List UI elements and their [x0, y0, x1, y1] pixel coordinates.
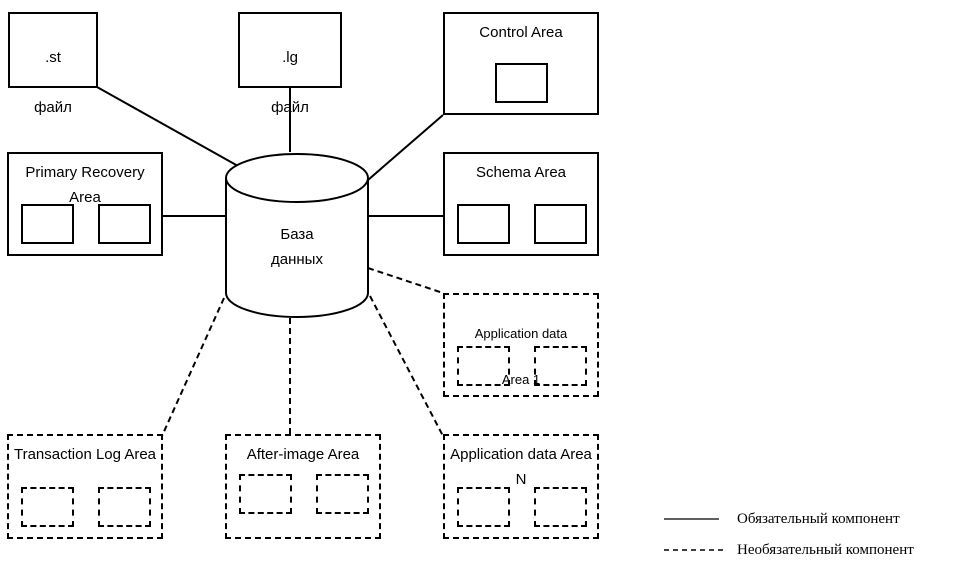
connector-st-file: [96, 86, 239, 167]
connector-transaction-log: [161, 297, 225, 437]
database-label: База данных: [226, 222, 368, 272]
control-area-extent: [495, 63, 548, 103]
transaction-log-area-label: Transaction Log Area: [13, 446, 157, 463]
schema-area-extent-2: [534, 204, 587, 244]
application-data-area-1-box: Application data Area 1: [443, 293, 599, 397]
after-image-area-label: After-image Area: [246, 446, 360, 463]
lg-file-label: .lg файл: [240, 20, 340, 145]
st-file-label-line1: .st: [45, 49, 61, 66]
legend-required-label: Обязательный компонент: [737, 511, 900, 527]
application-data-area-1-extent-2: [534, 346, 587, 386]
application-data-area-1-extent-1: [457, 346, 510, 386]
primary-recovery-extent-2: [98, 204, 151, 244]
primary-recovery-extent-1: [21, 204, 74, 244]
primary-recovery-area-box: Primary Recovery Area: [7, 152, 163, 256]
connector-app-data-n: [369, 295, 444, 437]
legend-optional-label: Необязательный компонент: [737, 542, 914, 558]
after-image-extent-2: [316, 474, 369, 514]
after-image-area-box: After-image Area: [225, 434, 381, 539]
application-data-area-n-extent-1: [457, 487, 510, 527]
st-file-label-line2: файл: [34, 99, 72, 116]
database-label-line1: База: [280, 226, 314, 243]
transaction-log-extent-2: [98, 487, 151, 527]
st-file-label: .st файл: [10, 20, 96, 145]
database-label-line2: данных: [271, 251, 323, 268]
primary-recovery-area-label: Primary Recovery Area: [25, 164, 145, 206]
lg-file-label-line1: .lg: [282, 49, 298, 66]
connector-control-area: [367, 114, 444, 181]
lg-file-box: .lg файл: [238, 12, 342, 116]
database-cylinder: [225, 153, 369, 318]
transaction-log-area-box: Transaction Log Area: [7, 434, 163, 539]
after-image-extent-1: [239, 474, 292, 514]
st-file-box: .st файл: [8, 12, 98, 116]
application-data-area-n-extent-2: [534, 487, 587, 527]
application-data-area-n-box: Application data Area N: [443, 434, 599, 539]
lg-file-label-line2: файл: [271, 99, 309, 116]
control-area-box: Control Area: [443, 12, 599, 115]
schema-area-box: Schema Area: [443, 152, 599, 256]
schema-area-label: Schema Area: [475, 164, 567, 181]
application-data-area-1-label-line1: Application data: [474, 326, 568, 341]
transaction-log-extent-1: [21, 487, 74, 527]
control-area-label: Control Area: [479, 24, 563, 41]
application-data-area-n-label: Application data Area N: [450, 446, 592, 488]
connector-app-data-1: [367, 267, 444, 294]
schema-area-extent-1: [457, 204, 510, 244]
